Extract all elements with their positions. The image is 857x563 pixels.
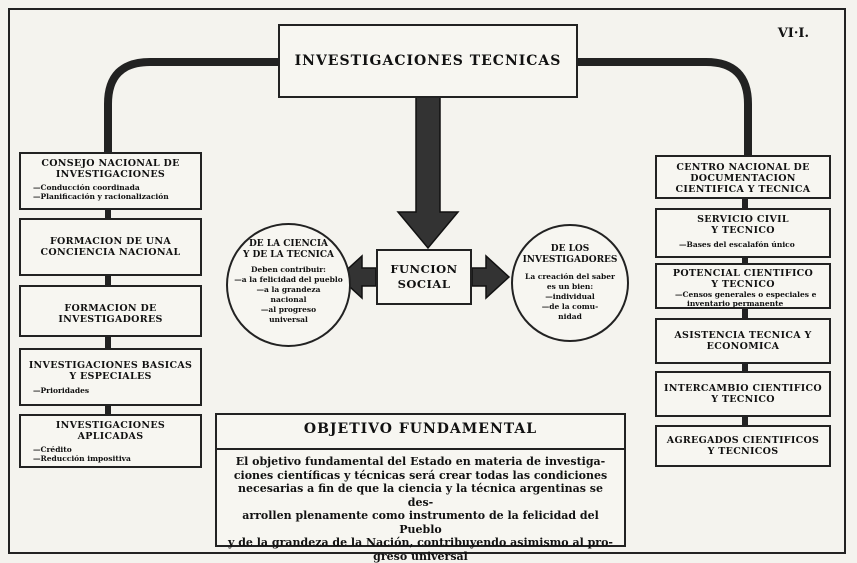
funcion-social-line: FUNCION	[390, 262, 457, 277]
right-box-centro: CENTRO NACIONAL DE DOCUMENTACION CIENTIF…	[655, 155, 831, 199]
box-title-line: INVESTIGACIONES BASICAS	[21, 360, 200, 371]
objetivo-line: El objetivo fundamental del Estado en ma…	[227, 455, 614, 469]
box-title-line: CENTRO NACIONAL DE	[657, 162, 829, 173]
circle-line: —individual	[513, 292, 627, 302]
objetivo-fundamental-box: OBJETIVO FUNDAMENTAL El objetivo fundame…	[215, 413, 626, 547]
down-arrow	[398, 96, 458, 248]
box-title-line: Y TECNICOS	[657, 446, 829, 457]
box-title-line: FORMACION DE UNA	[21, 236, 200, 247]
objetivo-line: ciones científicas y técnicas será crear…	[227, 469, 614, 483]
circle-line: —al progreso	[228, 305, 349, 315]
box-title-line: CONSEJO NACIONAL DE	[21, 158, 200, 169]
left-arc-connector	[108, 62, 280, 155]
box-title-line: Y TECNICO	[657, 225, 829, 236]
right-box-agregados: AGREGADOS CIENTIFICOS Y TECNICOS	[655, 425, 831, 467]
right-circle: DE LOS INVESTIGADORES La creación del sa…	[511, 224, 629, 342]
box-title-line: INTERCAMBIO CIENTIFICO	[657, 383, 829, 394]
circle-title-line: INVESTIGADORES	[513, 255, 627, 266]
box-title-line: INVESTIGACIONES	[21, 420, 200, 431]
box-title-line: DOCUMENTACION	[657, 173, 829, 184]
circle-line: Deben contribuir:	[228, 265, 349, 275]
objetivo-line: greso universal	[227, 550, 614, 563]
left-circle: DE LA CIENCIA Y DE LA TECNICA Deben cont…	[226, 223, 351, 347]
box-item: —Conducción coordinada	[21, 183, 200, 192]
box-title-line: Y ESPECIALES	[21, 371, 200, 382]
box-title-line: Y TECNICO	[657, 394, 829, 405]
objetivo-divider	[217, 448, 624, 450]
circle-title-line: DE LA CIENCIA	[228, 239, 349, 250]
box-title-line: CONCIENCIA NACIONAL	[21, 247, 200, 258]
right-arc-connector	[576, 62, 748, 155]
circle-line: universal	[228, 315, 349, 325]
objetivo-line: y de la grandeza de la Nación, contribuy…	[227, 536, 614, 550]
objetivo-text: El objetivo fundamental del Estado en ma…	[227, 455, 614, 563]
left-box-conciencia: FORMACION DE UNA CONCIENCIA NACIONAL	[19, 218, 202, 276]
left-box-consejo: CONSEJO NACIONAL DE INVESTIGACIONES —Con…	[19, 152, 202, 210]
right-box-potencial: POTENCIAL CIENTIFICO Y TECNICO —Censos g…	[655, 263, 831, 309]
left-box-basicas: INVESTIGACIONES BASICAS Y ESPECIALES —Pr…	[19, 348, 202, 406]
page-number: VI·I.	[778, 26, 809, 41]
left-box-formacion: FORMACION DE INVESTIGADORES	[19, 285, 202, 337]
box-title-line: INVESTIGACIONES	[21, 169, 200, 180]
right-box-asistencia: ASISTENCIA TECNICA Y ECONOMICA	[655, 318, 831, 364]
objetivo-title: OBJETIVO FUNDAMENTAL	[217, 421, 624, 437]
circle-title-line: Y DE LA TECNICA	[228, 250, 349, 261]
left-box-aplicadas: INVESTIGACIONES APLICADAS —Crédito —Redu…	[19, 414, 202, 468]
box-title-line: AGREGADOS CIENTIFICOS	[657, 435, 829, 446]
box-item: —Censos generales o especiales e	[657, 290, 829, 299]
circle-line: nidad	[513, 312, 627, 322]
box-title-line: Y TECNICO	[657, 279, 829, 290]
circle-line: —a la grandeza	[228, 285, 349, 295]
box-item: —Planificación y racionalización	[21, 192, 200, 201]
right-box-intercambio: INTERCAMBIO CIENTIFICO Y TECNICO	[655, 371, 831, 417]
right-arrow	[472, 256, 509, 298]
main-title: INVESTIGACIONES TECNICAS	[295, 53, 562, 69]
box-title-line: FORMACION DE	[21, 303, 200, 314]
right-box-servicio: SERVICIO CIVIL Y TECNICO —Bases del esca…	[655, 208, 831, 258]
objetivo-line: arrollen plenamente como instrumento de …	[227, 509, 614, 536]
box-title-line: POTENCIAL CIENTIFICO	[657, 268, 829, 279]
main-title-box: INVESTIGACIONES TECNICAS	[278, 24, 578, 98]
box-item: —Crédito	[21, 445, 200, 454]
box-item: —Reducción impositiva	[21, 454, 200, 463]
box-title-line: APLICADAS	[21, 431, 200, 442]
box-item: —Bases del escalafón único	[657, 240, 829, 249]
circle-line: nacional	[228, 295, 349, 305]
objetivo-line: necesarias a fin de que la ciencia y la …	[227, 482, 614, 509]
box-title-line: INVESTIGADORES	[21, 314, 200, 325]
box-item: inventario permanente	[657, 299, 829, 308]
circle-line: —a la felicidad del pueblo	[228, 275, 349, 285]
circle-line: —de la comu-	[513, 302, 627, 312]
box-title-line: ASISTENCIA TECNICA Y	[657, 330, 829, 341]
circle-line: La creación del saber	[513, 272, 627, 282]
box-title-line: ECONOMICA	[657, 341, 829, 352]
circle-title-line: DE LOS	[513, 244, 627, 255]
box-title-line: CIENTIFICA Y TECNICA	[657, 184, 829, 195]
circle-line: es un bien:	[513, 282, 627, 292]
funcion-social-box: FUNCION SOCIAL	[376, 249, 472, 305]
funcion-social-line: SOCIAL	[398, 277, 451, 292]
box-item: —Prioridades	[21, 386, 200, 395]
box-title-line: SERVICIO CIVIL	[657, 214, 829, 225]
